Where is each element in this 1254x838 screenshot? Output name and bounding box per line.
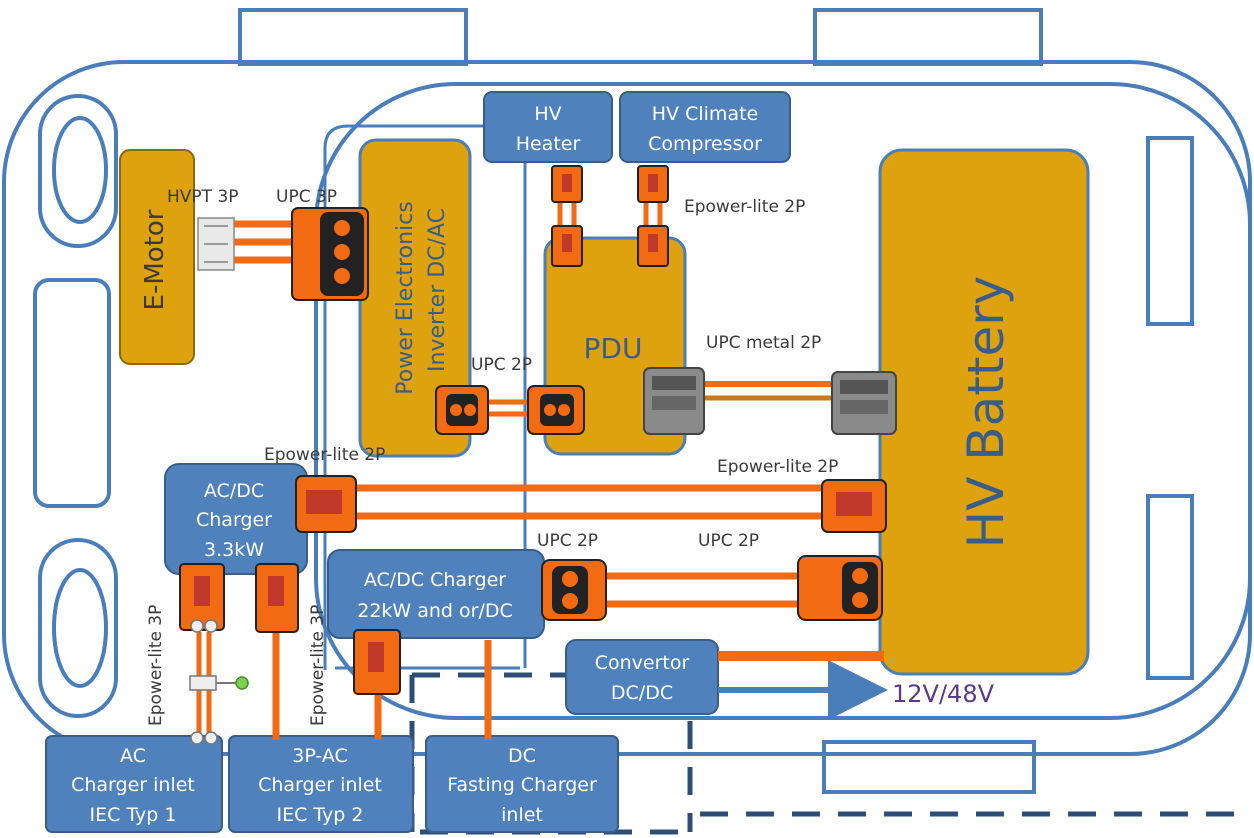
dc-inlet-label-2: Fasting Charger bbox=[447, 774, 597, 796]
acdc-charger-22kw-module: AC/DC Charger 22kW and or/DC bbox=[327, 549, 545, 639]
epower-lite-2p-charger-connector bbox=[295, 475, 887, 533]
ac-inlet-label-3: IEC Typ 1 bbox=[90, 804, 177, 826]
upc-2p-left-label: UPC 2P bbox=[537, 531, 598, 551]
connectors bbox=[179, 165, 897, 745]
acdc-charger-big-label-1: AC/DC Charger bbox=[364, 569, 506, 591]
ac-inlet-label-2: Charger inlet bbox=[71, 774, 195, 796]
epower-lite-2p-left-label: Epower-lite 2P bbox=[264, 445, 385, 465]
hv-climate-compressor-module: HV Climate Compressor bbox=[619, 91, 791, 163]
dc-fast-charger-inlet-module: DC Fasting Charger inlet bbox=[425, 735, 619, 833]
epower-lite-2p-top-label: Epower-lite 2P bbox=[684, 197, 805, 217]
ac3p-inlet-label-2: Charger inlet bbox=[258, 774, 382, 796]
window-right-top bbox=[1146, 136, 1194, 326]
convertor-label-2: DC/DC bbox=[611, 682, 673, 704]
mirror-top-left bbox=[238, 8, 468, 66]
upc-3p-label: UPC 3P bbox=[276, 187, 337, 207]
hv-heater-label-2: Heater bbox=[516, 133, 581, 155]
hv-heater-label-1: HV bbox=[534, 103, 561, 125]
acdc-charger-small-label-3: 3.3kW bbox=[204, 539, 264, 561]
power-electronics-label-1: Power Electronics bbox=[393, 201, 418, 394]
emotor-label: E-Motor bbox=[140, 209, 170, 310]
upc-3p-connector bbox=[291, 207, 369, 301]
hv-climate-label-2: Compressor bbox=[648, 133, 762, 155]
epower-lite-3p-b-label: Epower-lite 3P bbox=[308, 605, 328, 726]
upc-metal-2p-connector bbox=[643, 367, 897, 435]
ac-inlet-label-1: AC bbox=[120, 745, 146, 767]
emotor-module: E-Motor bbox=[119, 149, 195, 365]
car-cabin bbox=[314, 82, 1252, 720]
3p-ac-charger-inlet-module: 3P-AC Charger inlet IEC Typ 2 bbox=[228, 735, 414, 833]
epower-lite-2p-right-label: Epower-lite 2P bbox=[717, 457, 838, 477]
acdc-charger-small-label-2: Charger bbox=[196, 509, 272, 531]
hv-climate-label-1: HV Climate bbox=[652, 103, 758, 125]
inner-cabin-line bbox=[323, 124, 527, 670]
pdu-label: PDU bbox=[584, 332, 643, 365]
mirror-top-right bbox=[813, 8, 1043, 66]
epower-lite-heater-connector bbox=[551, 165, 583, 267]
upc-2p-inverter-pdu-connector bbox=[435, 385, 585, 435]
upc-2p-mid-label: UPC 2P bbox=[471, 355, 532, 375]
hv-battery-module: HV Battery bbox=[878, 148, 1090, 676]
hv-battery-label: HV Battery bbox=[957, 276, 1015, 549]
wheel-hub-rear-left bbox=[52, 568, 108, 688]
dc-inlet-label-3: inlet bbox=[501, 804, 543, 826]
ac3p-inlet-label-3: IEC Typ 2 bbox=[277, 804, 364, 826]
ac-charger-inlet-module: AC Charger inlet IEC Typ 1 bbox=[45, 735, 223, 833]
wheel-hub-front-left bbox=[52, 116, 108, 224]
convertor-label-1: Convertor bbox=[595, 652, 690, 674]
voltage-output-label: 12V/48V bbox=[892, 680, 995, 708]
power-electronics-label-2: Inverter DC/AC bbox=[425, 208, 450, 372]
hvpt-3p-label: HVPT 3P bbox=[167, 187, 239, 207]
epower-lite-3p-ac-connector bbox=[179, 563, 249, 745]
wheel-rear-left bbox=[38, 538, 118, 718]
epower-lite-3p-3pac-connector bbox=[255, 563, 299, 633]
hv-cables bbox=[196, 200, 884, 740]
epower-lite-3p-a-label: Epower-lite 3P bbox=[146, 605, 166, 726]
upc-metal-2p-label: UPC metal 2P bbox=[706, 333, 821, 353]
car-body-outline bbox=[2, 8, 1252, 794]
acdc-charger-3kw-module: AC/DC Charger 3.3kW bbox=[164, 463, 308, 575]
hvpt-3p-connector bbox=[197, 217, 235, 271]
convertor-dcdc-module: Convertor DC/DC bbox=[565, 639, 719, 715]
ac3p-inlet-label-1: 3P-AC bbox=[292, 745, 348, 767]
acdc-charger-big-label-2: 22kW and or/DC bbox=[357, 600, 513, 622]
upc-2p-right-label: UPC 2P bbox=[698, 531, 759, 551]
acdc-charger-small-label-1: AC/DC bbox=[204, 480, 264, 502]
door-left bbox=[33, 278, 111, 508]
epower-lite-3p-22kw-connector bbox=[353, 629, 401, 695]
mirror-bottom-right bbox=[822, 740, 1036, 794]
window-right-bottom bbox=[1146, 494, 1194, 680]
wheel-front-left bbox=[38, 94, 118, 248]
dc-inlet-label-1: DC bbox=[508, 745, 536, 767]
upc-2p-charger-battery-connector bbox=[541, 555, 883, 621]
hv-heater-module: HV Heater bbox=[483, 91, 613, 163]
epower-lite-compressor-connector bbox=[637, 165, 669, 267]
